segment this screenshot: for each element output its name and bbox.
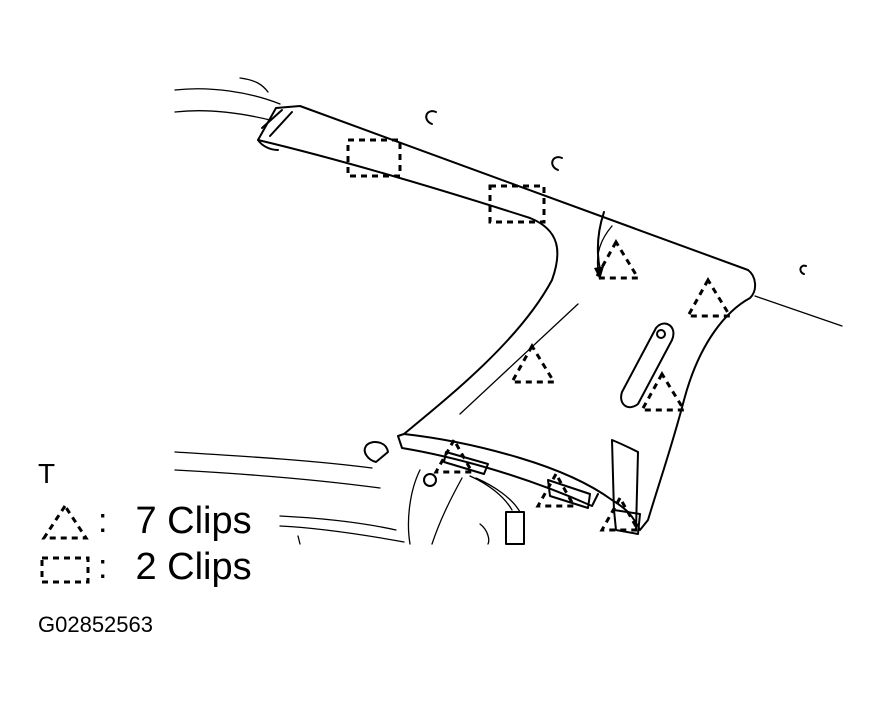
body-line-right (754, 295, 843, 327)
bolt (423, 473, 437, 487)
legend-label: 2 Clips (135, 546, 252, 588)
connector (505, 511, 525, 545)
direction-arrow (596, 225, 613, 271)
hook-mark (551, 156, 563, 171)
legend-colon: : (98, 502, 108, 540)
hook-mark (799, 264, 807, 275)
legend-row-triangle: : 7 Clips (38, 500, 252, 543)
rectangle-clip-icon (40, 556, 90, 583)
legend-label: 7 Clips (135, 500, 252, 542)
triangle-clip-icon (509, 343, 557, 384)
legend-colon: : (98, 548, 108, 586)
legend-row-rectangle: : 2 Clips (38, 546, 252, 589)
rectangle-clip-icon (488, 184, 546, 224)
hook-mark (425, 110, 437, 125)
triangle-clip-icon (535, 470, 577, 508)
pillar-inner-curve (596, 211, 605, 271)
triangle-clip-icon (639, 371, 687, 412)
rectangle-clip-icon (346, 138, 402, 178)
lower-clip-mount (363, 441, 389, 463)
figure-code: G02852563 (38, 612, 153, 637)
body-line (297, 535, 301, 545)
body-line (279, 515, 397, 531)
roof-edge-lower (174, 110, 271, 121)
wire (431, 477, 463, 545)
pillar-top-fold (257, 109, 293, 151)
triangle-clip-icon (599, 494, 641, 532)
triangle-clip-icon (685, 277, 733, 318)
pillar-trim-outline (257, 105, 756, 531)
bottom-bracket (613, 509, 641, 535)
body-line (279, 525, 405, 543)
triangle-clip-icon (593, 239, 641, 280)
side-pillar (611, 439, 639, 531)
assist-handle (620, 322, 675, 409)
bracket (443, 451, 489, 475)
roof-edge-upper (174, 88, 281, 105)
body-line (174, 469, 381, 489)
roof-line (239, 77, 269, 93)
pillar-crease (459, 303, 579, 415)
wire-harness (469, 475, 521, 513)
body-line (174, 451, 373, 469)
body-arc (479, 523, 490, 545)
triangle-clip-icon (433, 436, 475, 474)
triangle-clip-icon (41, 502, 89, 539)
view-letter: T (38, 458, 56, 489)
bracket (547, 479, 591, 509)
lower-trim (397, 433, 599, 507)
body-arc (407, 469, 421, 545)
handle-bolt (656, 329, 666, 339)
